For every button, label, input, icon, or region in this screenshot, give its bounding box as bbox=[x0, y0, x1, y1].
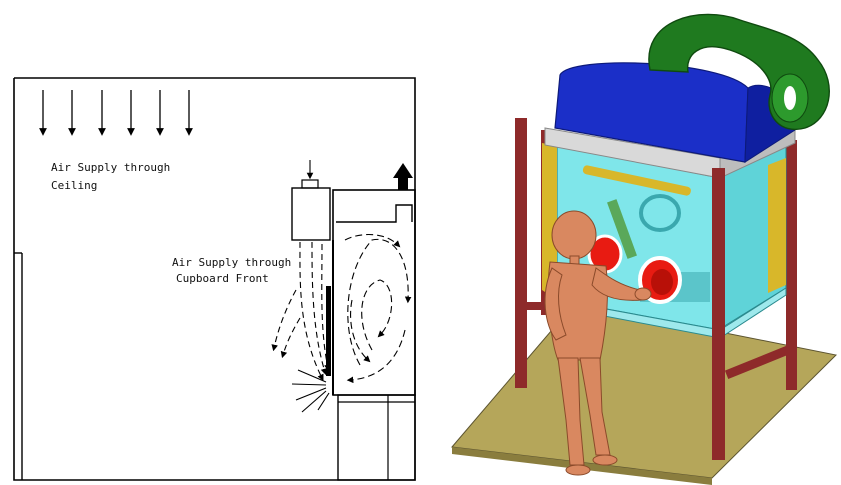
exhaust-arrow bbox=[393, 163, 413, 190]
floor-platform bbox=[452, 303, 836, 478]
front-label-line1: Air Supply through bbox=[172, 256, 291, 269]
glove-port-right-inner bbox=[651, 269, 673, 295]
internal-airflow-swirls bbox=[345, 235, 408, 380]
figure-foot-left bbox=[566, 465, 590, 475]
exhaust-duct-opening bbox=[784, 86, 796, 110]
frame-post-front-right bbox=[712, 168, 725, 460]
supply-inlet bbox=[302, 180, 318, 188]
airflow-diagram: Air Supply through Ceiling bbox=[14, 78, 415, 480]
figure-foot-right bbox=[593, 455, 617, 465]
cupboard-body bbox=[333, 190, 415, 395]
frame-post-front-left bbox=[515, 118, 527, 388]
figure-neck bbox=[570, 256, 579, 264]
cupboard-baffle bbox=[336, 205, 412, 222]
ceiling-label-line2: Ceiling bbox=[51, 179, 97, 192]
frame-crossbar bbox=[517, 302, 541, 310]
glovebox-illustration bbox=[452, 14, 836, 485]
figure-hand bbox=[635, 288, 651, 300]
cupboard-sash bbox=[326, 286, 331, 376]
supply-diffuser bbox=[292, 188, 330, 240]
ceiling-air-arrows bbox=[43, 90, 189, 132]
sash-turbulence bbox=[292, 370, 329, 412]
ceiling-label-line1: Air Supply through bbox=[51, 161, 170, 174]
base-cabinet bbox=[338, 395, 415, 480]
side-panel-right bbox=[768, 158, 786, 293]
front-label-line2: Cupboard Front bbox=[176, 272, 269, 285]
figure-head bbox=[552, 211, 596, 259]
